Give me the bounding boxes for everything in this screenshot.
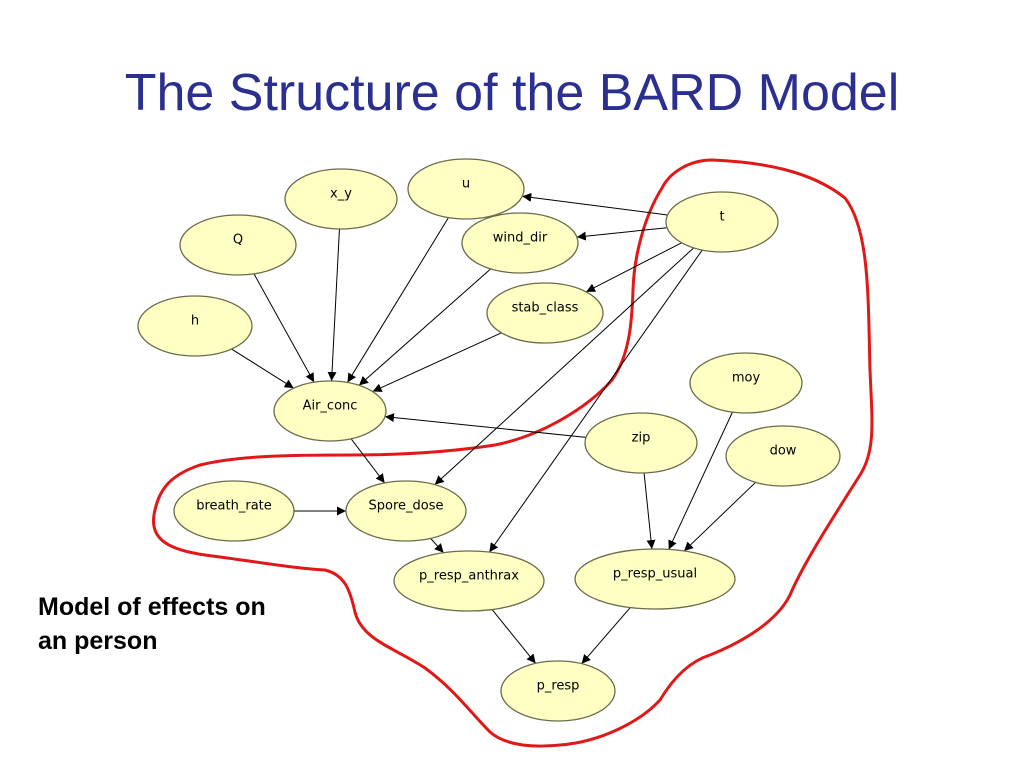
edge-dow-to-p_resp_usual [683,481,756,552]
node-wind_dir: wind_dir [461,212,579,274]
edge-p_resp_anthrax-to-p_resp [491,609,537,664]
edge-wind_dir-to-Air_conc [358,268,492,386]
edge-zip-to-p_resp_usual [643,472,656,550]
slide-title: The Structure of the BARD Model [124,64,900,122]
edge-t-to-Spore_dose [434,247,695,486]
node-breath_rate: breath_rate [173,480,295,542]
edge-u-to-Air_conc [347,217,449,383]
edge-t-to-wind_dir [576,227,668,241]
node-label: u [462,177,470,192]
edge-h-to-Air_conc [231,348,294,389]
edge-p_resp_usual-to-p_resp [581,607,631,665]
node-label: x_y [330,187,352,202]
node-label: moy [732,371,761,386]
node-label: dow [770,444,797,459]
edge-moy-to-p_resp_usual [668,411,733,550]
node-label: p_resp [537,679,580,694]
node-label: Spore_dose [369,499,444,514]
node-label: stab_class [512,301,579,316]
node-label: p_resp_anthrax [419,569,519,584]
caption-line-1: Model of effects on [38,593,266,621]
node-h: h [137,295,253,357]
caption-line-2: an person [38,627,158,655]
person-model-boundary [152,158,874,748]
node-zip: zip [584,412,698,474]
node-stab_class: stab_class [486,282,604,344]
node-x_y: x_y [284,168,398,230]
node-label: Air_conc [303,399,358,414]
node-Q: Q [179,214,297,276]
edge-t-to-u [522,192,668,216]
node-t: t [665,191,779,253]
edge-Spore_dose-to-p_resp_anthrax [430,538,444,554]
nodes-layer: x_y u t Q wind_dir stab_class h Air_conc [137,158,841,722]
edge-stab_class-to-Air_conc [372,332,502,393]
edge-Q-to-Air_conc [253,273,315,383]
edge-t-to-stab_class [585,242,682,293]
node-dow: dow [725,425,841,487]
node-label: h [191,314,199,329]
node-label: p_resp_usual [613,567,697,582]
node-moy: moy [689,352,803,414]
edge-zip-to-Air_conc [384,413,587,438]
edges-layer [231,192,756,665]
node-label: zip [632,431,651,446]
node-p_resp_usual: p_resp_usual [574,548,736,610]
node-Spore_dose: Spore_dose [345,480,467,542]
node-label: t [719,210,724,225]
edge-x_y-to-Air_conc [327,228,340,382]
node-p_resp: p_resp [500,660,616,722]
node-p_resp_anthrax: p_resp_anthrax [393,550,545,612]
node-Air_conc: Air_conc [273,380,387,442]
caption: Model of effects on an person [38,590,266,658]
node-label: breath_rate [196,499,272,514]
edge-Air_conc-to-Spore_dose [350,438,386,484]
node-label: wind_dir [493,231,548,246]
edge-t-to-p_resp_anthrax [488,249,703,553]
node-u: u [407,158,525,220]
node-label: Q [233,233,243,248]
